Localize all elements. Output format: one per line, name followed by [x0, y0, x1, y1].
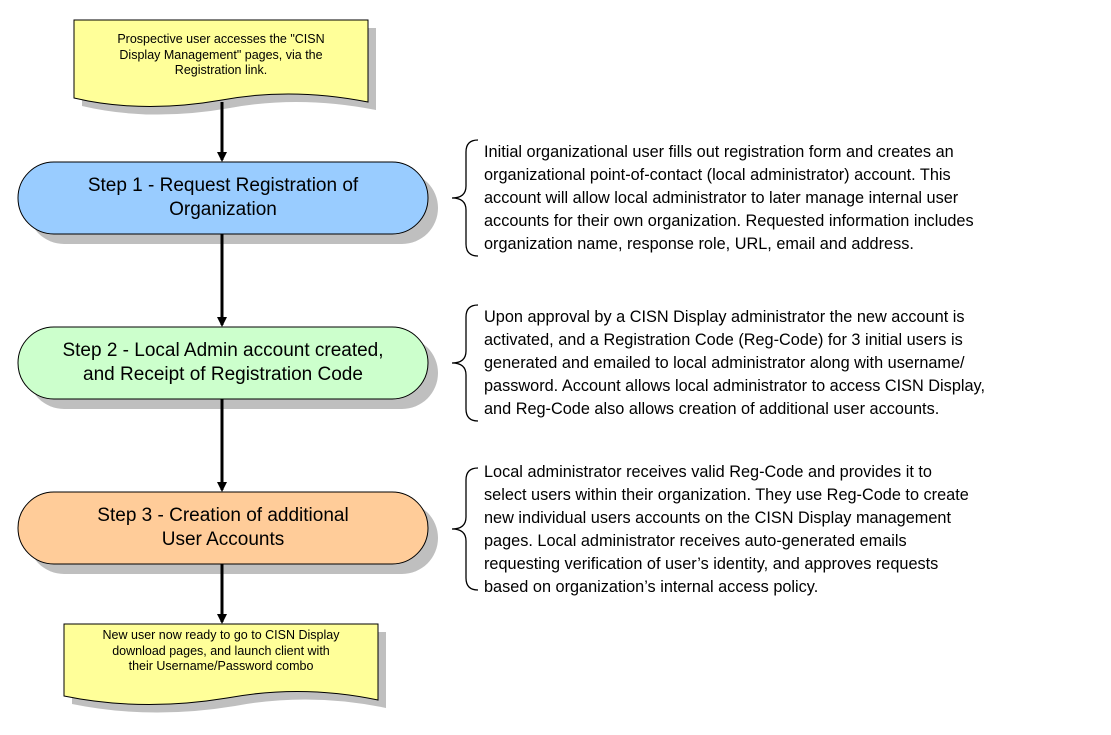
start-note-line: Display Management" pages, via the	[119, 47, 323, 62]
start-note-line: Registration link.	[174, 63, 268, 77]
start-note-line: Prospective user accesses the "CISN	[117, 32, 325, 46]
step1-shape	[17, 161, 438, 244]
step2-shape	[17, 326, 438, 409]
end-note-text: New user now ready to go to CISN Display…	[64, 628, 378, 675]
end-note-line: download pages, and launch client with	[112, 643, 330, 658]
step2-description: Upon approval by a CISN Display administ…	[484, 308, 985, 418]
step3-label: Step 3 - Creation of additional User Acc…	[97, 505, 349, 550]
brace-step2	[451, 304, 479, 422]
step2-label: Step 2 - Local Admin account created, an…	[62, 340, 384, 385]
start-note-shape	[73, 19, 376, 115]
step3-shape	[17, 491, 438, 574]
step1-description: Initial organizational user fills out re…	[484, 143, 974, 253]
end-note-shape	[63, 623, 386, 713]
brace-step1	[451, 139, 479, 257]
end-note-line: New user now ready to go to CISN Display	[102, 628, 340, 642]
end-note-line: their Username/Password combo	[128, 659, 314, 673]
brace-step3	[451, 467, 479, 591]
step1-label: Step 1 - Request Registration of Organiz…	[87, 175, 359, 220]
step3-description: Local administrator receives valid Reg-C…	[484, 463, 969, 596]
start-note-text: Prospective user accesses the "CISN Disp…	[74, 32, 368, 79]
